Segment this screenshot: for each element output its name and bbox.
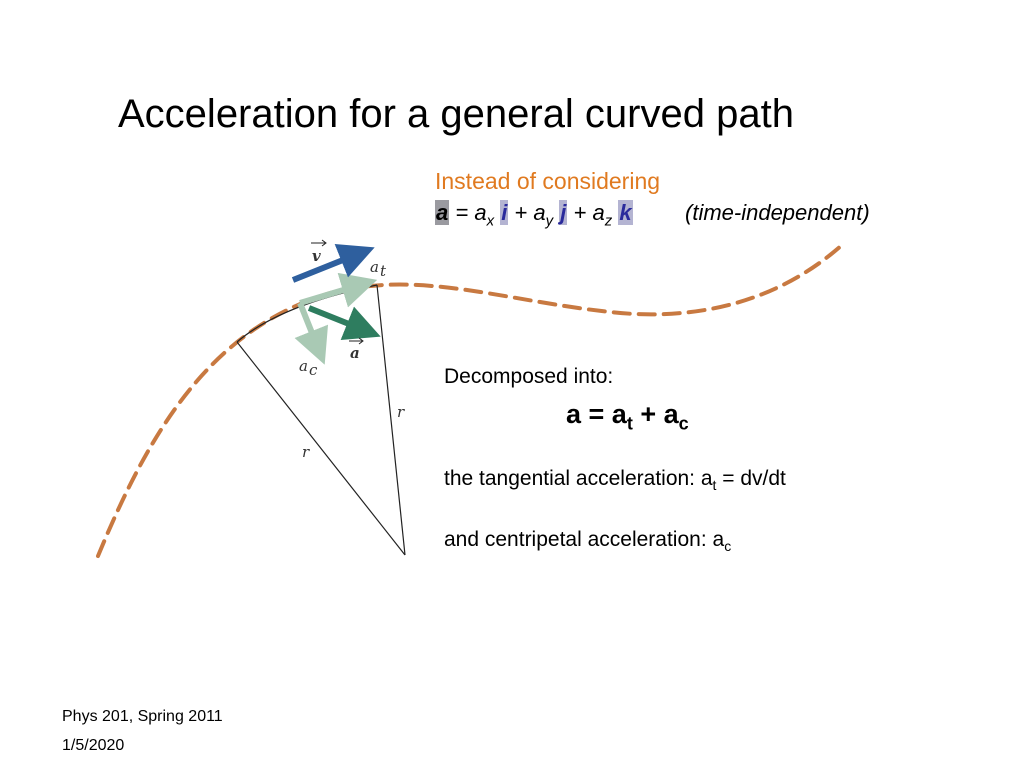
acceleration-label: a	[349, 337, 364, 362]
component-formula: a = ax i + ay j + az k	[435, 200, 633, 230]
tangential-acceleration-arrow	[299, 272, 378, 308]
decomposition-equation: a = at + ac	[566, 399, 689, 434]
intro-text: Instead of considering	[435, 168, 661, 194]
curved-path	[96, 243, 844, 558]
tangential-acceleration-text: the tangential acceleration: at = dv/dt	[444, 467, 786, 494]
unit-vector-k: k	[618, 200, 633, 225]
radius-line-right	[376, 284, 406, 556]
radius-label-left: r	[302, 443, 310, 461]
footer-course: Phys 201, Spring 2011	[62, 708, 223, 725]
svg-text:a: a	[370, 258, 379, 276]
svg-text:v: v	[312, 247, 321, 265]
slide-title: Acceleration for a general curved path	[118, 92, 794, 136]
unit-vector-i: i	[500, 200, 509, 225]
footer-date: 1/5/2020	[62, 737, 125, 754]
svg-text:a: a	[299, 357, 308, 375]
velocity-label: v	[311, 239, 327, 265]
centripetal-label: a c	[299, 357, 318, 379]
time-independent-note: (time-independent)	[685, 200, 870, 225]
vector-a: a	[435, 200, 450, 225]
unit-vector-j: j	[559, 200, 568, 225]
centripetal-acceleration-text: and centripetal acceleration: ac	[444, 528, 732, 555]
svg-text:c: c	[309, 361, 318, 379]
tangential-label: a t	[370, 258, 387, 280]
svg-text:a: a	[350, 344, 360, 362]
decomposed-label: Decomposed into:	[444, 365, 614, 388]
radius-line-left	[236, 341, 406, 556]
centripetal-acceleration-arrow	[294, 301, 329, 365]
radius-label-right: r	[397, 403, 405, 421]
acceleration-arrow	[307, 305, 381, 341]
velocity-arrow	[291, 243, 375, 283]
svg-text:t: t	[380, 262, 387, 280]
